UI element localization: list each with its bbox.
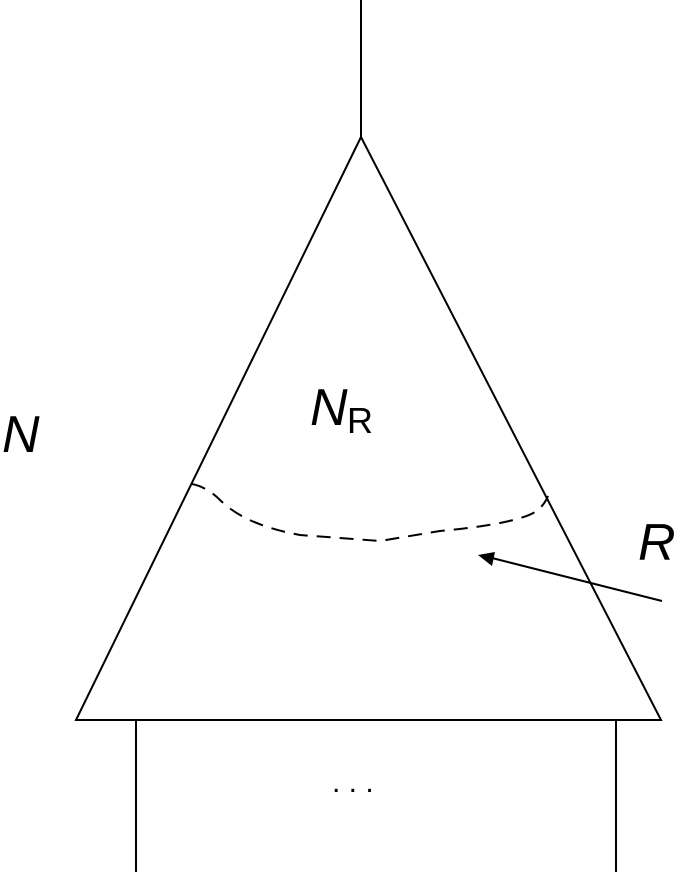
region-subscript: R [347, 400, 373, 441]
ellipsis: . . . [332, 766, 374, 799]
region-label: N [310, 379, 348, 437]
cut-label: R [638, 514, 676, 572]
subtree-triangle [74, 134, 663, 721]
cut-curve [191, 483, 549, 543]
outer-label: N [2, 406, 40, 464]
cut-arrow-head [478, 552, 495, 566]
cut-arrow-line [491, 557, 663, 602]
